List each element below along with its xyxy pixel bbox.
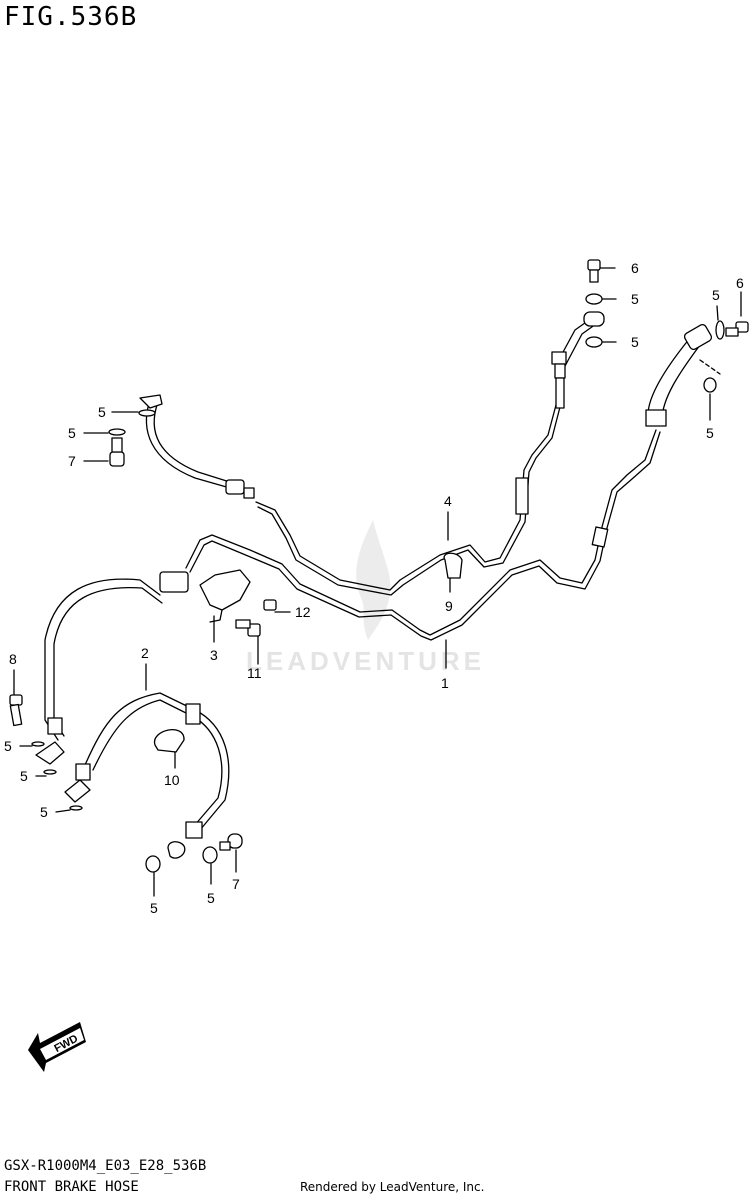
washers <box>31 293 725 873</box>
callout-labels: 1 2 3 4 5 5 5 5 5 5 5 5 5 5 5 5 5 6 6 7 … <box>4 260 744 916</box>
clamp-10 <box>154 729 185 753</box>
hose-4 <box>255 404 561 596</box>
callout-5: 5 <box>207 890 215 906</box>
callout-5: 5 <box>631 334 639 350</box>
callout-5: 5 <box>40 804 48 820</box>
callout-5: 5 <box>98 404 106 420</box>
callout-5: 5 <box>631 291 639 307</box>
callout-9: 9 <box>445 598 453 614</box>
callout-6: 6 <box>631 260 639 276</box>
hose-1 <box>185 429 661 641</box>
callout-2: 2 <box>141 645 149 661</box>
bolts <box>9 259 749 851</box>
callout-12: 12 <box>295 604 311 620</box>
callout-5: 5 <box>4 738 12 754</box>
callout-5: 5 <box>68 425 76 441</box>
right-caliper-fitting <box>645 324 721 427</box>
callout-1: 1 <box>441 675 449 691</box>
render-credit: Rendered by LeadVenture, Inc. <box>300 1180 485 1194</box>
callout-6: 6 <box>736 275 744 291</box>
callout-7: 7 <box>68 453 76 469</box>
hose-2 <box>64 692 230 859</box>
callout-11: 11 <box>247 665 262 681</box>
figure-code: GSX-R1000M4_E03_E28_536B <box>4 1158 207 1174</box>
clamp-9 <box>443 552 463 579</box>
callout-5: 5 <box>150 900 158 916</box>
right-upper-fitting <box>551 311 605 409</box>
figure-title: FIG.536B <box>4 2 138 32</box>
watermark-text: LEADVENTURE <box>246 646 486 676</box>
callout-7: 7 <box>232 876 240 892</box>
figure-name: FRONT BRAKE HOSE <box>4 1179 139 1195</box>
leader-lines <box>13 267 742 897</box>
fwd-arrow-icon: FWD <box>28 1022 86 1072</box>
callout-10: 10 <box>164 772 180 788</box>
callout-4: 4 <box>444 493 452 509</box>
callout-3: 3 <box>210 647 218 663</box>
splitter-and-left-hose <box>35 569 251 765</box>
left-upper-hose <box>139 394 255 499</box>
callout-5: 5 <box>706 425 714 441</box>
callout-8: 8 <box>9 651 17 667</box>
callout-5: 5 <box>712 287 720 303</box>
callout-5: 5 <box>20 768 28 784</box>
